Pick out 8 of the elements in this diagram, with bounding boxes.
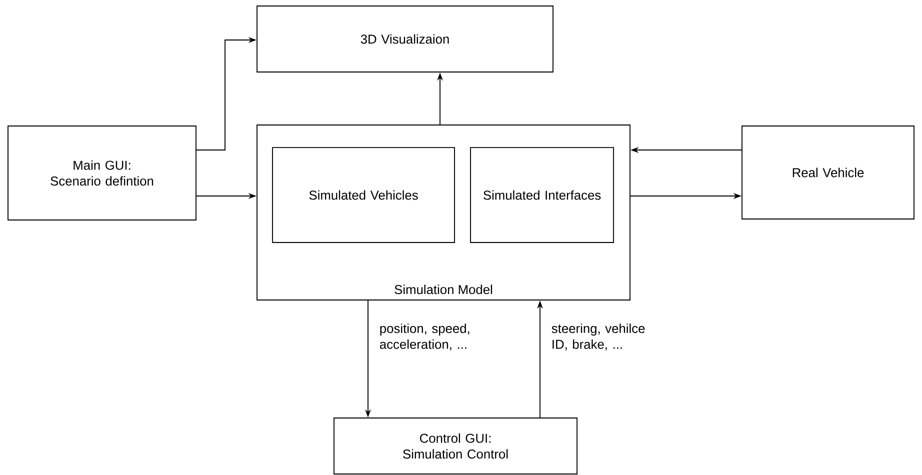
process-box: Simulated Interfaces: [470, 147, 614, 243]
process-box: Simulated Vehicles: [272, 147, 455, 243]
edge-label: steering, vehilce ID, brake, ...: [552, 324, 645, 350]
process-box: Real Vehicle: [742, 126, 914, 220]
edge-label: position, speed, acceleration, ...: [380, 324, 470, 350]
process-box: Control GUI: Simulation Control: [334, 418, 578, 474]
process-box: Main GUI: Scenario defintion: [8, 126, 196, 220]
process-box: 3D Visualizaion: [256, 6, 554, 72]
